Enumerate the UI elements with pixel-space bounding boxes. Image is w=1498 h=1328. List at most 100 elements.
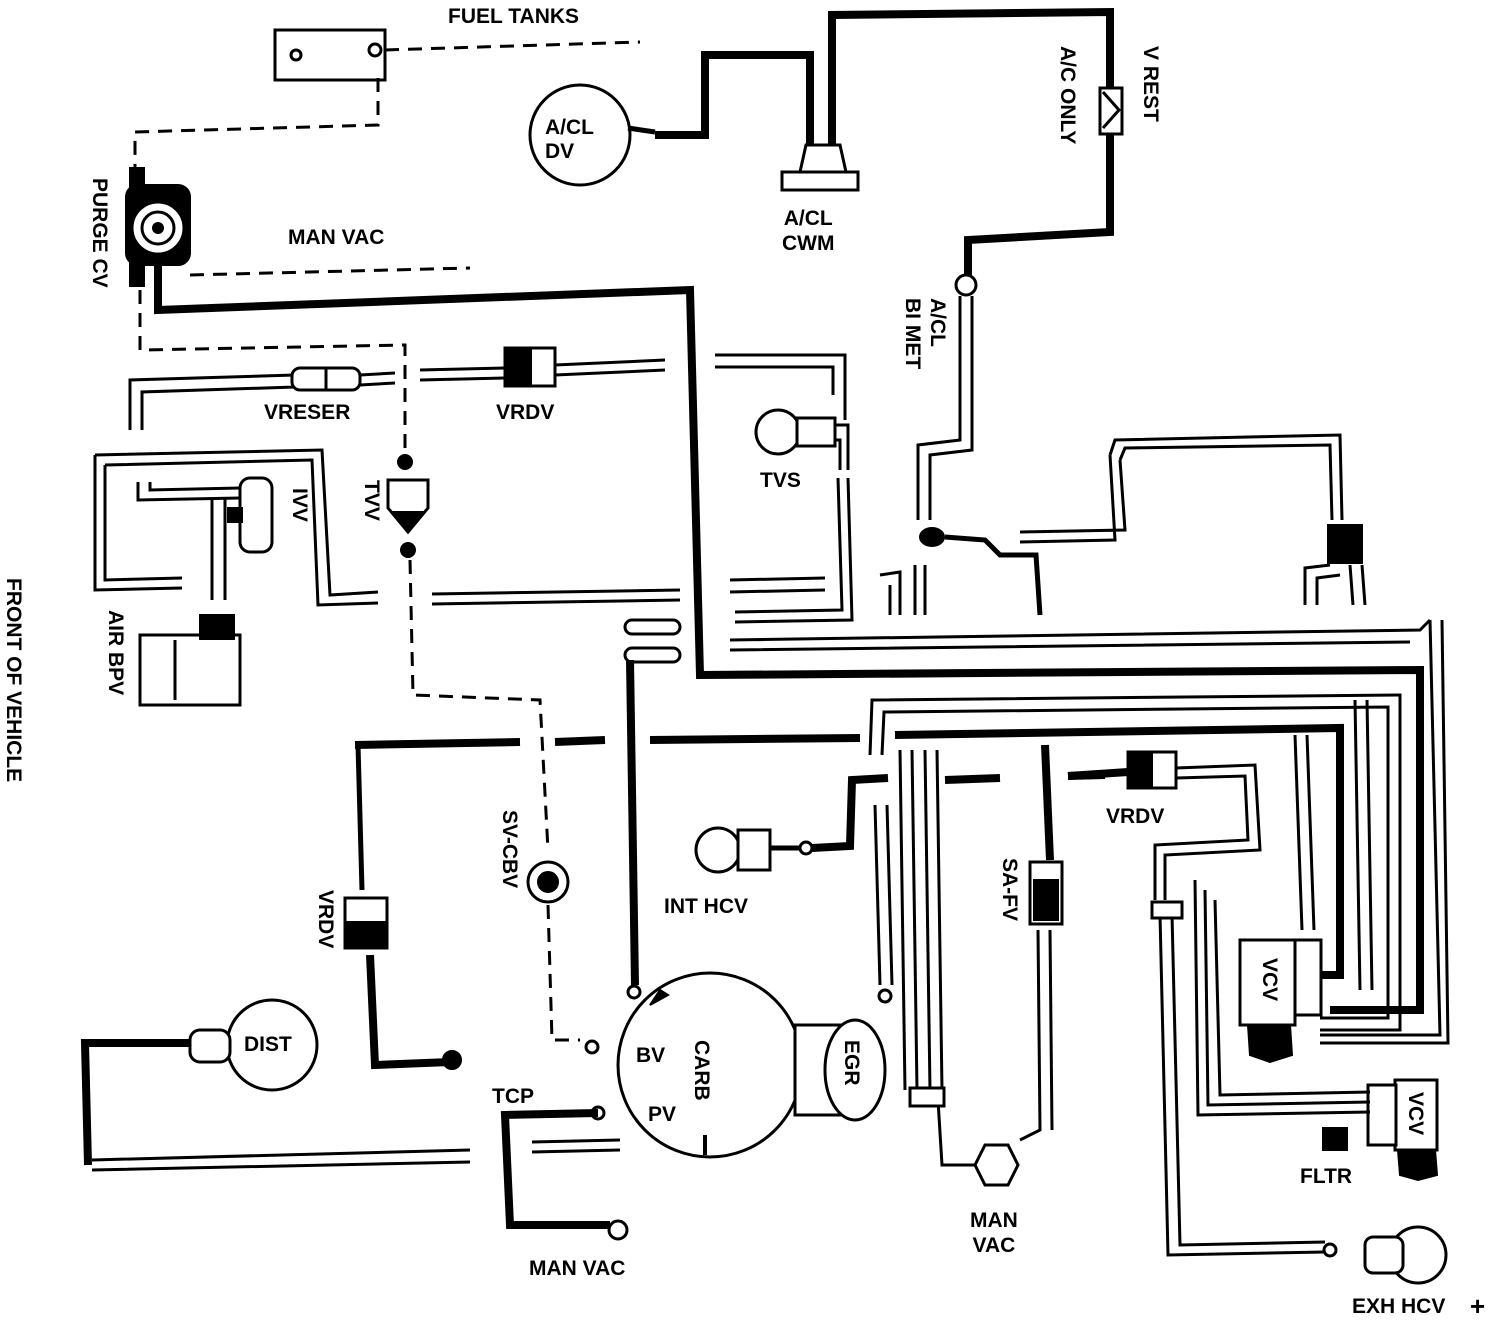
ac-connector-left bbox=[919, 527, 1043, 616]
man-vac-bottom-label: MAN VAC bbox=[529, 1257, 626, 1280]
purge-to-tank-dashed-line bbox=[133, 78, 380, 168]
tcp-hose bbox=[500, 1109, 610, 1229]
vrdv-right-hose-left bbox=[1067, 768, 1129, 780]
central-connectors bbox=[623, 618, 682, 1000]
purge-to-manvac-dashed-line bbox=[189, 266, 471, 277]
exh-hcv-label: EXH HCV bbox=[1352, 1295, 1446, 1318]
ac-cl-dv-component bbox=[528, 83, 656, 187]
ivv-outer-hose bbox=[94, 448, 379, 607]
vcv-upper-label: VCV bbox=[1258, 958, 1281, 1002]
sv-cbv-dashed bbox=[546, 904, 580, 1042]
vrdv-left-component bbox=[343, 896, 389, 950]
sa-fv-top-line bbox=[1041, 744, 1054, 861]
man-vac-top-label: MAN VAC bbox=[288, 226, 385, 249]
vreser-component bbox=[290, 366, 396, 392]
ac-only-hoses bbox=[879, 565, 927, 615]
vcv-lower-label: VCV bbox=[1404, 1092, 1427, 1136]
tvv-component bbox=[386, 454, 430, 558]
long-dashed-thick-line bbox=[354, 734, 1106, 784]
vrdv-top-hose-right bbox=[554, 358, 666, 377]
ivv-inner-hose bbox=[93, 455, 183, 592]
vcv-lower-hoses bbox=[1193, 879, 1371, 1117]
right-hoses-f bbox=[1353, 699, 1374, 991]
vcv-lower-component bbox=[1366, 1078, 1439, 1182]
fuel-tanks-label: FUEL TANKS bbox=[448, 5, 580, 28]
fuel-tank-fitting bbox=[273, 28, 387, 82]
tvv-label: TVV bbox=[360, 480, 383, 521]
egr-label: EGR bbox=[840, 1040, 863, 1086]
bv-label: BV bbox=[636, 1044, 666, 1067]
vrdv-right-label: VRDV bbox=[1106, 805, 1165, 828]
ivv-label: IVV bbox=[288, 488, 311, 522]
exh-hcv-component bbox=[1363, 1225, 1448, 1285]
front-of-vehicle-label: FRONT OF VEHICLE bbox=[2, 578, 25, 783]
purge-dashed-down-line bbox=[138, 290, 407, 450]
vreser-hose bbox=[128, 373, 296, 430]
exh-hcv-hose bbox=[1158, 914, 1326, 1257]
tvs-hose bbox=[715, 353, 847, 420]
purge-cv-label: PURGE CV bbox=[88, 178, 111, 288]
int-hcv-component bbox=[694, 826, 814, 874]
v-rest-component bbox=[1098, 86, 1124, 136]
int-hcv-hose bbox=[811, 774, 889, 852]
ac-cl-cwm-component bbox=[780, 143, 860, 192]
sa-fv-label: SA-FV bbox=[998, 858, 1021, 921]
exh-hcv-port bbox=[1322, 1242, 1338, 1258]
dist-hose bbox=[80, 1039, 190, 1166]
plus-mark: + bbox=[1470, 1291, 1486, 1321]
vrdv-left-to-dist bbox=[366, 954, 451, 1070]
ac-cl-cwm-label: A/CL CWM bbox=[782, 207, 835, 255]
tvs-label: TVS bbox=[760, 469, 801, 492]
man-vac-hex bbox=[908, 1086, 1020, 1187]
right-hoses-b bbox=[894, 723, 1344, 979]
v-rest-label: V REST bbox=[1139, 46, 1162, 122]
carb-label: CARB bbox=[690, 1040, 713, 1101]
right-clamp-component bbox=[1303, 524, 1367, 606]
sa-fv-down bbox=[1019, 929, 1054, 1142]
air-bpv-label: AIR BPV bbox=[104, 610, 127, 696]
vrdv-top-hose-left bbox=[419, 366, 506, 382]
purge-cv-valve bbox=[125, 167, 191, 287]
right-loop-hoses bbox=[1019, 433, 1344, 544]
int-hcv-label: INT HCV bbox=[664, 895, 748, 918]
right-hoses-g bbox=[1320, 619, 1450, 1045]
tcp-hose-thin bbox=[531, 1138, 621, 1154]
vcv-upper-component bbox=[1238, 938, 1323, 1064]
carb-component bbox=[584, 971, 893, 1159]
right-hoses-d bbox=[873, 804, 894, 986]
vrdv-left-vertical bbox=[355, 744, 365, 891]
man-vac-right-label: MAN VAC bbox=[970, 1209, 1018, 1257]
man-vac-bottom-port bbox=[607, 1219, 629, 1241]
ac-bimet-connector bbox=[916, 273, 978, 520]
vreser-label: VRESER bbox=[264, 401, 351, 424]
tvs-component bbox=[754, 408, 850, 470]
fltr-label: FLTR bbox=[1300, 1165, 1353, 1188]
pv-label: PV bbox=[648, 1103, 677, 1126]
vrdv-right-component bbox=[1126, 750, 1262, 900]
fuel-tank-dashed-line bbox=[384, 40, 641, 52]
vrdv-left-end-dot bbox=[442, 1050, 462, 1070]
sa-fv-component bbox=[1028, 860, 1064, 926]
middle-hoses bbox=[431, 588, 681, 606]
purge-main-thick-line bbox=[154, 265, 1424, 1014]
right-hoses-c bbox=[898, 749, 944, 1091]
dist-bottom-hose bbox=[91, 1148, 471, 1172]
exh-hcv-clamp bbox=[1150, 900, 1184, 920]
ac-bimet-label: A/CL BI MET bbox=[901, 298, 949, 370]
right-hoses-e bbox=[1293, 734, 1316, 931]
vrdv-top-label: VRDV bbox=[496, 401, 555, 424]
vrdv-left-label: VRDV bbox=[314, 890, 337, 949]
dist-label: DIST bbox=[244, 1033, 292, 1056]
tvs-down-hose bbox=[734, 477, 854, 624]
upper-right-hoses bbox=[729, 576, 1432, 652]
acdv-to-cwm-thick-line bbox=[655, 51, 814, 145]
dist-component bbox=[188, 998, 319, 1092]
ivv-component bbox=[136, 476, 274, 600]
sv-cbv-label: SV-CBV bbox=[498, 810, 521, 889]
sv-cbv-component bbox=[526, 860, 570, 904]
ac-only-label: A/C ONLY bbox=[1056, 46, 1079, 145]
right-hoses-a bbox=[868, 693, 1402, 1032]
fltr-component bbox=[1322, 1127, 1348, 1151]
